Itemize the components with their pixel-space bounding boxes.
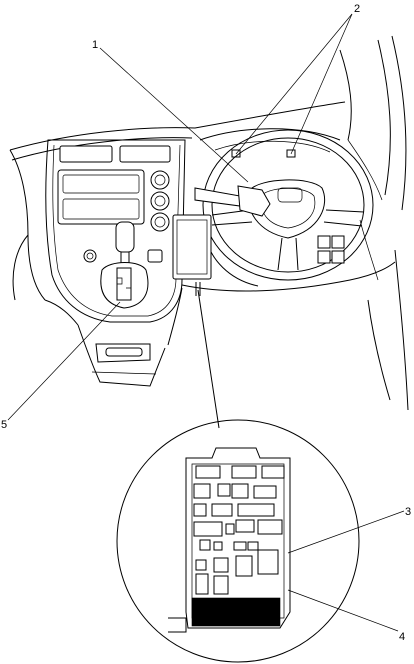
steering-wheel [194, 128, 374, 287]
center-console [45, 139, 186, 323]
callout-leaders [7, 13, 405, 632]
callout-3: 3 [405, 506, 411, 518]
fuse-box-location [172, 214, 212, 296]
callout-2: 2 [354, 3, 360, 15]
callout-5: 5 [1, 419, 7, 431]
fuse-box-detail [116, 289, 360, 663]
dashboard-outline [9, 35, 409, 411]
mini-fuse-grid [191, 597, 281, 627]
callout-1: 1 [92, 39, 98, 51]
callout-4: 4 [399, 631, 405, 643]
